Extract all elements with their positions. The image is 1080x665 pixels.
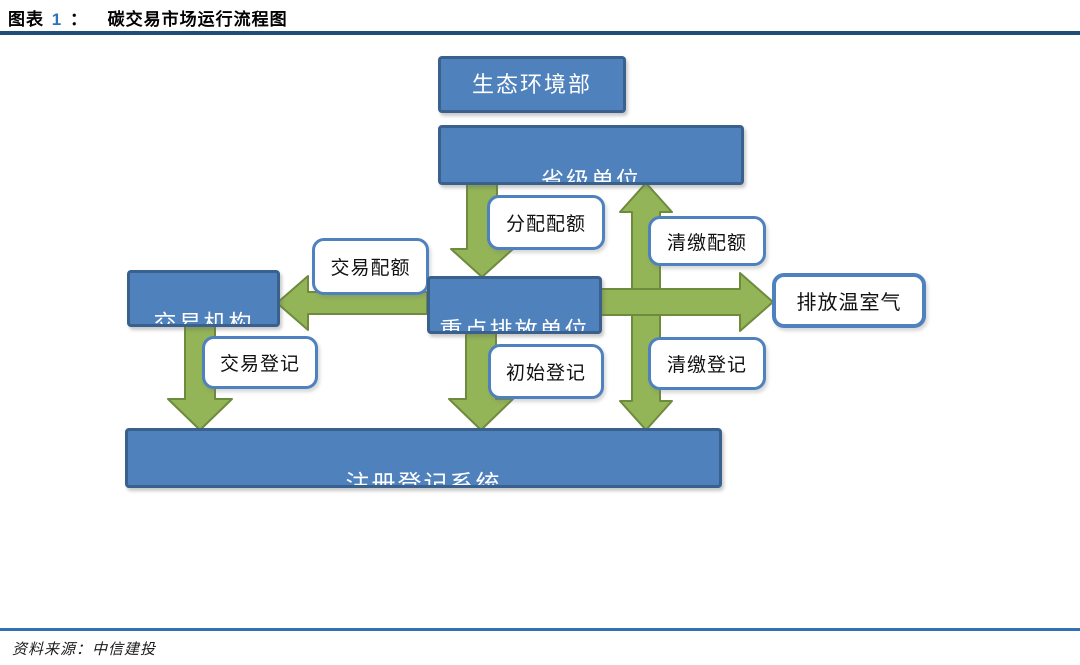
- label-trade-quota: 交易配额: [312, 238, 429, 295]
- label-trade-registration-text: 交易登记: [219, 354, 300, 375]
- label-surrender-quota-text: 清缴配额: [666, 232, 747, 254]
- label-allocate-quota: 分配配额: [487, 195, 605, 250]
- node-trading-agency: 交易机构: [127, 270, 280, 327]
- arrow-allocate-down: [450, 183, 514, 278]
- arrow-initial-registration-down: [448, 329, 514, 431]
- footer-rule: [0, 628, 1080, 631]
- label-surrender-registration-text: 清缴登记: [666, 355, 747, 376]
- arrow-emit-right: [600, 272, 774, 332]
- node-registry-system-text: 注册登记系统: [345, 471, 502, 488]
- figure-number: 1: [51, 10, 63, 29]
- node-ministry-text: 生态环境部: [471, 71, 592, 97]
- node-registry-system: 注册登记系统: [125, 428, 722, 488]
- source-note: 资料来源：中信建投: [12, 642, 157, 658]
- figure-separator: ：: [69, 10, 88, 29]
- label-surrender-registration: 清缴登记: [648, 337, 766, 390]
- label-initial-registration-text: 初始登记: [505, 363, 586, 384]
- node-ministry-of-ecology: 生态环境部: [438, 56, 626, 113]
- node-emit-greenhouse-gas: 排放温室气: [772, 273, 926, 328]
- label-surrender-quota: 清缴配额: [648, 216, 766, 266]
- arrow-trade-left: [276, 275, 428, 331]
- label-initial-registration: 初始登记: [488, 344, 604, 399]
- figure-title: 碳交易市场运行流程图: [107, 10, 288, 29]
- figure-header: 图表 1 ： 碳交易市场运行流程图: [8, 5, 288, 30]
- header-rule: [0, 31, 1080, 35]
- node-key-emitters-text: 重点排放单位: [439, 317, 590, 334]
- node-emit-greenhouse-gas-text: 排放温室气: [796, 292, 902, 314]
- node-key-emitters: 重点排放单位: [427, 276, 602, 334]
- label-trade-registration: 交易登记: [202, 336, 318, 389]
- node-provincial-text: 省级单位: [541, 167, 641, 185]
- figure-label: 图表: [8, 10, 44, 29]
- node-trading-agency-text: 交易机构: [153, 310, 254, 327]
- label-allocate-quota-text: 分配配额: [505, 214, 586, 235]
- node-provincial-units: 省级单位: [438, 125, 744, 185]
- label-trade-quota-text: 交易配额: [330, 258, 411, 279]
